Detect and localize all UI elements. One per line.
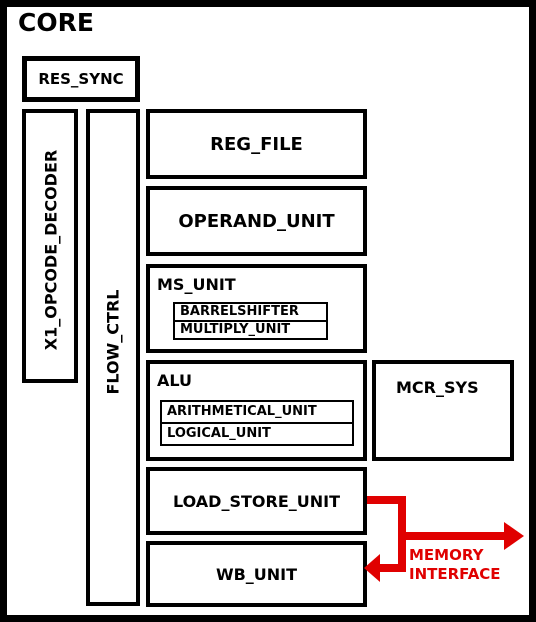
flow-ctrl-block [86,109,140,606]
arithmetical-unit-block: ARITHMETICAL_UNIT [160,400,354,424]
x1-opcode-decoder-block [22,109,78,383]
res-sync-block: RES_SYNC [22,56,140,102]
logical-unit-block: LOGICAL_UNIT [160,422,354,446]
operand-unit-block: OPERAND_UNIT [146,186,367,256]
arrow-in-segment [378,564,406,572]
barrelshifter-block: BARRELSHIFTER [173,302,328,322]
alu-label: ALU [157,371,192,390]
mcr-sys-label: MCR_SYS [396,378,479,397]
multiply-unit-block: MULTIPLY_UNIT [173,320,328,340]
core-title: CORE [18,8,94,37]
wb-unit-block: WB_UNIT [146,541,367,607]
ms-unit-label: MS_UNIT [157,275,236,294]
memory-interface-line-2: INTERFACE [409,565,501,583]
reg-file-label: REG_FILE [210,133,303,155]
arrow-right-head [504,522,524,550]
operand-unit-label: OPERAND_UNIT [178,210,335,232]
mcr-sys-block [372,360,514,461]
memory-interface-label: MEMORY INTERFACE [409,546,501,584]
arrow-left-head [364,554,380,582]
arrow-out-segment-2 [398,532,506,540]
arrow-out-segment-1 [367,496,405,504]
memory-interface-line-1: MEMORY [409,546,484,564]
reg-file-block: REG_FILE [146,109,367,179]
res-sync-label: RES_SYNC [38,70,124,88]
wb-unit-label: WB_UNIT [215,564,298,584]
load-store-unit-label: LOAD_STORE_UNIT [173,491,340,511]
load-store-unit-block: LOAD_STORE_UNIT [146,467,367,535]
